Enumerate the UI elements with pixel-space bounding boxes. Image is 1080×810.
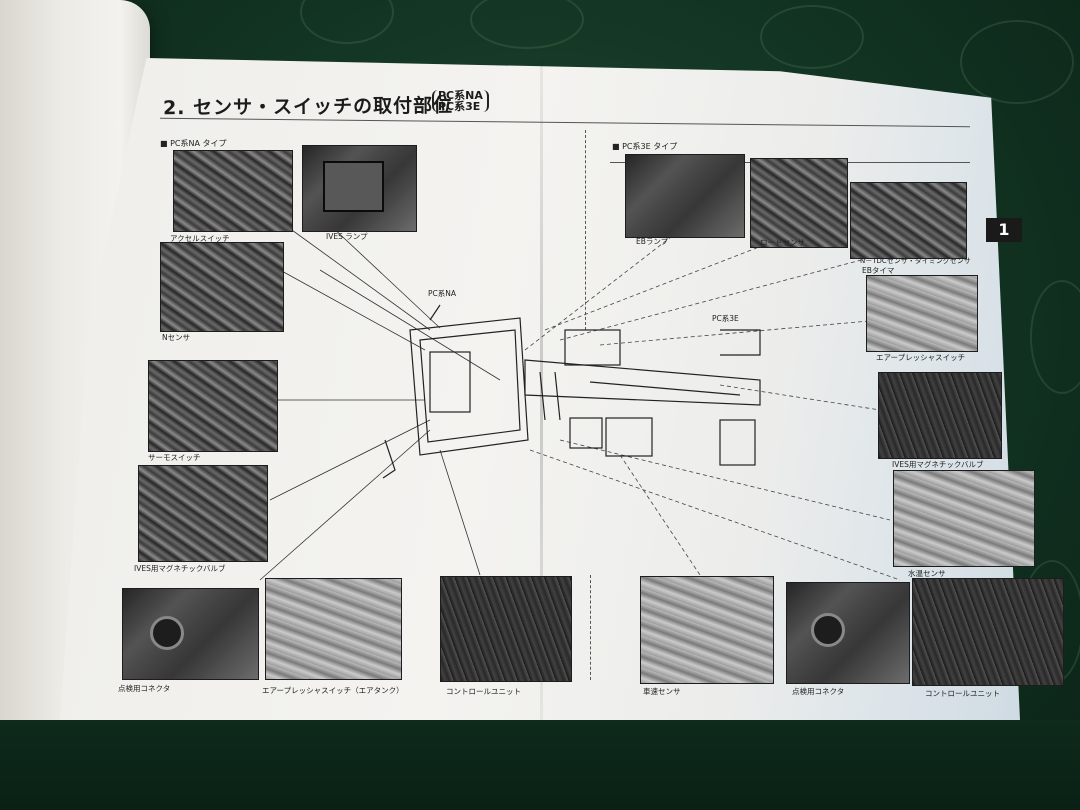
caption-ives-valve-left: IVES用マグネチックバルブ <box>134 564 226 573</box>
photo-water-temp-sensor <box>893 470 1035 567</box>
divider-dashed-bottom <box>590 575 591 680</box>
title-model-3e: PC系3E <box>438 100 481 113</box>
caption-eb-lamp: EBランプ <box>636 237 669 246</box>
photo-thermo-switch <box>148 360 278 452</box>
photo-ives-valve-right <box>878 372 1002 459</box>
caption-vehicle-speed-sensor: 車速センサ <box>643 687 681 696</box>
title-model-na: PC系NA <box>438 89 483 102</box>
photo-air-pressure-switch <box>866 275 978 352</box>
caption-air-pressure-switch: エアープレッシャスイッチ <box>876 353 966 362</box>
section-label-3e: PC系3E タイプ <box>612 141 677 152</box>
caption-control-unit-right: コントロールユニット <box>925 689 1000 698</box>
caption-check-connector-left: 点検用コネクタ <box>118 684 171 693</box>
photo-load-sensor <box>750 158 848 248</box>
page-number-tab: 1 <box>986 218 1022 242</box>
diagram-label-3e: PC系3E <box>712 314 739 323</box>
photo-control-unit-right <box>912 578 1064 686</box>
caption-tdc-sensor: N－TDCセンサ・タイミングセンサ <box>860 257 971 265</box>
tablecloth-foreground <box>0 720 1080 810</box>
photo-control-unit-left <box>440 576 572 682</box>
photo-n-sensor <box>160 242 284 332</box>
photo-ives-valve-left <box>138 465 268 562</box>
photo-check-connector-left <box>122 588 259 680</box>
title-models: PC系NA PC系3E <box>432 90 489 112</box>
caption-load-sensor: ロードセンサ <box>760 238 805 247</box>
caption-check-connector-right: 点検用コネクタ <box>792 687 845 696</box>
caption-eb-timer: EBタイマ <box>862 266 895 275</box>
photo-eb-lamp <box>625 154 745 238</box>
connector-socket-right <box>811 613 846 647</box>
caption-water-temp-sensor: 水温センサ <box>908 569 946 578</box>
photo-vehicle-speed-sensor <box>640 576 774 684</box>
photo-check-connector-right <box>786 582 910 684</box>
caption-control-unit-left: コントロールユニット <box>446 687 521 696</box>
photo-ives-lamp <box>302 145 417 232</box>
photo-tdc-sensor <box>850 182 967 259</box>
photo-air-pressure-tank <box>265 578 402 680</box>
section-label-na: PC系NA タイプ <box>160 138 226 149</box>
caption-accel-switch: アクセルスイッチ <box>170 234 230 243</box>
caption-ives-lamp: IVES ランプ <box>326 232 368 241</box>
divider-dashed-top <box>585 130 586 330</box>
caption-thermo-switch: サーモスイッチ <box>148 453 201 462</box>
caption-ives-valve-right: IVES用マグネチックバルブ <box>892 460 984 469</box>
caption-n-sensor: Nセンサ <box>162 333 191 342</box>
diagram-label-na: PC系NA <box>428 289 457 298</box>
photo-accel-switch <box>173 150 293 232</box>
page-title: 2. センサ・スイッチの取付部位 <box>162 94 454 120</box>
connector-socket <box>150 616 184 650</box>
caption-air-pressure-tank: エアープレッシャスイッチ（エアタンク） <box>262 686 404 695</box>
lamp-panel <box>323 161 384 213</box>
